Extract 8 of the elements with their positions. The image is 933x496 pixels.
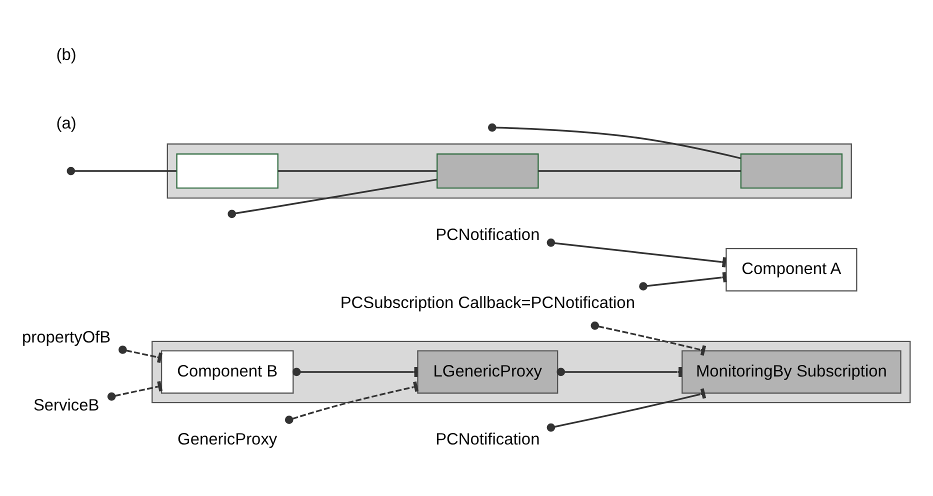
node-text: PCNotification — [436, 226, 540, 244]
node-text: propertyOfB — [22, 328, 111, 346]
node-text: PCNotification — [436, 430, 540, 448]
node-text: ServiceB — [33, 396, 100, 414]
label: (a) — [56, 114, 76, 132]
label: (b) — [56, 46, 76, 64]
node-text: PCSubscription Callback=PCNotification — [340, 294, 635, 312]
node-text: GenericProxy — [178, 430, 278, 448]
